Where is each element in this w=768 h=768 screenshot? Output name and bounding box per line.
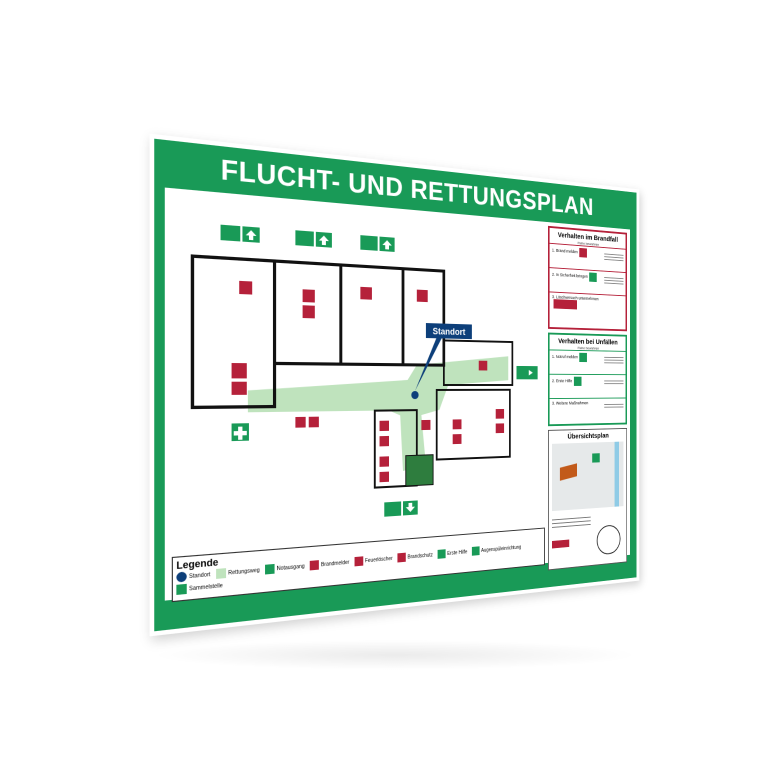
step-label: 2. Erste Hilfe — [552, 379, 572, 384]
exit-icon — [265, 564, 275, 575]
accident-behavior-panel: Verhalten bei Unfällen Ruhe bewahren 1. … — [548, 333, 627, 427]
accident-step: 3. Weitere Maßnahmen — [550, 398, 626, 423]
step-label: 2. In Sicherheit bringen — [552, 272, 588, 279]
legend-label: Brandschutz — [408, 552, 433, 560]
fire-alarm-icon — [579, 248, 587, 258]
exit-sign-1 — [221, 225, 260, 243]
legend-item: Sammelstelle — [176, 581, 222, 595]
sign-content: Standort Legende Standort Rettungsweg No… — [165, 188, 630, 601]
fire-protection-icon — [397, 553, 405, 563]
extinguisher-icon — [354, 556, 363, 566]
standort-icon — [176, 571, 186, 582]
legend-label: Standort — [189, 571, 210, 580]
sign-shadow — [150, 640, 640, 670]
green-frame: FLUCHT- UND RETTUNGSPLAN — [154, 139, 636, 632]
first-aid-sign — [232, 423, 249, 441]
legend-label: Sammelstelle — [189, 582, 223, 592]
step-label: 3. Weitere Maßnahmen — [552, 401, 588, 406]
exit-sign-right — [517, 366, 538, 379]
building-marker — [560, 463, 577, 480]
floor-plan: Standort — [169, 192, 544, 552]
exit-icon — [589, 272, 597, 282]
assembly-point-icon — [176, 584, 186, 595]
fire-behavior-panel: Verhalten im Brandfall Ruhe bewahren 1. … — [548, 226, 627, 331]
legend-item: Rettungsweg — [216, 565, 260, 579]
standort-marker — [411, 391, 418, 399]
overview-map — [552, 442, 623, 512]
route-swatch-icon — [216, 568, 226, 579]
legend-item: Erste Hilfe — [437, 547, 467, 559]
assembly-point-icon — [592, 453, 600, 462]
eyewash-icon — [472, 546, 480, 555]
exit-sign-bottom — [384, 500, 417, 516]
fire-step: 3. Löschversuch unternehmen — [550, 291, 626, 318]
legend-label: Notausgang — [277, 563, 305, 572]
evacuation-plan-sign: FLUCHT- UND RETTUNGSPLAN — [150, 134, 640, 637]
phone-icon — [579, 353, 587, 362]
compass-icon — [597, 524, 621, 555]
legend-item: Notausgang — [265, 561, 305, 574]
legend-item: Feuerlöscher — [354, 554, 392, 567]
legend-label: Feuerlöscher — [365, 555, 393, 564]
standort-label: Standort — [433, 326, 466, 337]
legend-label: Rettungsweg — [228, 567, 260, 576]
legend-item: Standort — [176, 569, 210, 582]
first-aid-icon — [437, 549, 445, 559]
legend-label: Augenspüleinrichtung — [481, 544, 521, 553]
extinguisher-icon — [554, 299, 577, 309]
legend-label: Brandmelder — [321, 559, 349, 568]
step-label: 1. Brand melden — [552, 248, 578, 255]
legend-item: Brandschutz — [397, 550, 433, 562]
exit-sign-3 — [360, 235, 394, 252]
company-info — [552, 514, 591, 549]
overview-title: Übersichtsplan — [549, 431, 626, 441]
accident-step: 2. Erste Hilfe — [550, 374, 626, 398]
legend-label: Erste Hilfe — [447, 549, 467, 557]
overview-panel: Übersichtsplan — [548, 428, 627, 570]
river — [615, 442, 619, 507]
legend-item: Augenspüleinrichtung — [472, 543, 522, 556]
first-aid-icon — [574, 377, 582, 386]
info-column: Verhalten im Brandfall Ruhe bewahren 1. … — [548, 226, 627, 559]
step-label: 1. Notruf melden — [552, 354, 578, 359]
exit-sign-2 — [295, 230, 331, 247]
accident-step: 1. Notruf melden — [550, 349, 626, 374]
fire-alarm-icon — [310, 560, 319, 570]
legend-item: Brandmelder — [310, 558, 350, 571]
